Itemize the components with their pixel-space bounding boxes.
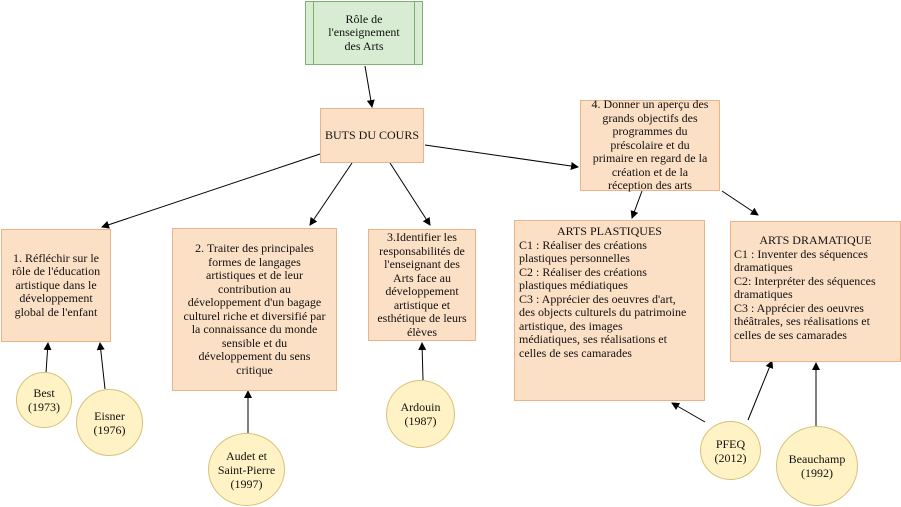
text-line: réception des arts (608, 178, 692, 193)
text-line: médiatiques, ses réalisations et (519, 332, 667, 346)
text-line: (1992) (801, 466, 833, 480)
text-line: des Arts (344, 38, 384, 53)
text-line: plastiques médiatiques (519, 278, 628, 292)
text-line: celles de ses camarades (519, 345, 632, 360)
text-line: C2 : Réaliser des créations (519, 264, 647, 279)
arrow-goal4-to-arts-dramatique (721, 190, 759, 216)
ref-eisner: Eisner(1976) (76, 389, 143, 456)
text-line: celles de ses camarades (734, 327, 847, 342)
text-line: Ardouin (400, 400, 441, 414)
text-line: artistiques et de leur (206, 268, 303, 282)
arrow-goal4-to-arts-plastiques (630, 190, 643, 219)
text-line: 4. Donner un aperçu des (591, 97, 709, 112)
text-line: primaire en regard de la (592, 151, 708, 166)
ref-pfeq: PFEQ(2012) (700, 421, 761, 480)
text-line: critique (236, 362, 273, 377)
arrow-root-to-buts (364, 65, 375, 108)
arrow-buts-to-goal4 (424, 144, 579, 170)
text-line: théâtrales, ses réalisations et (734, 314, 870, 328)
text-line: (1997) (230, 476, 263, 491)
text-line: (1987) (404, 414, 437, 428)
text-line: contribution au (218, 281, 291, 296)
arrow-pfeq-to-arts-dramatique (747, 360, 774, 421)
text-line: esthétique de leurs (377, 311, 467, 325)
text-line: développement (19, 291, 93, 306)
text-line: (1976) (93, 422, 126, 437)
ref-best: Best(1973) (16, 372, 72, 428)
arrow-pfeq-to-arts-plastiques (671, 402, 706, 423)
arrow-buts-to-goal2 (309, 162, 353, 226)
text-line: élèves (407, 324, 437, 339)
text-line: (2012) (714, 450, 747, 465)
text-line: responsabilités de (379, 243, 465, 258)
arrow-buts-to-goal3 (389, 162, 431, 226)
arrow-buts-to-goal1 (101, 153, 321, 229)
text-line: formes de langages (208, 254, 301, 269)
text-line: plastiques personnelles (519, 251, 630, 265)
arts-plastiques-node: ARTS PLASTIQUES C1 : Réaliser des créati… (514, 220, 705, 401)
arrow-ardouin-to-goal3 (418, 342, 427, 381)
text-line: grands objectifs des (602, 110, 698, 125)
text-line: artistique et (393, 297, 451, 312)
arts-dramatique-title: ARTS DRAMATIQUE (759, 233, 872, 247)
text-line: développement d'un bagage (187, 295, 322, 309)
text-line: Beauchamp (788, 452, 846, 466)
text-line: 3.Identifier les (387, 230, 457, 244)
text-line: C1 : Réaliser des créations (519, 237, 647, 252)
text-line: C1 : Inventer des séquences (734, 246, 868, 261)
arrow-best-to-goal1 (43, 342, 52, 374)
text-line: C2: Interpréter des séquences (734, 273, 876, 288)
text-line: préscolaire et du (610, 137, 690, 152)
text-line: la connaissance du monde (191, 322, 318, 336)
text-line: 2. Traiter des principales (195, 241, 314, 255)
text-line: l'enseignant des (384, 257, 460, 271)
text-line: Audet et (226, 448, 267, 463)
text-line: sensible et du (221, 335, 288, 350)
text-line: dramatiques (734, 260, 793, 274)
text-line: PFEQ (715, 436, 746, 451)
text-line: artistique dans le (15, 277, 97, 292)
arrow-eisner-to-goal1 (96, 342, 106, 390)
text-line: Arts face au (393, 270, 451, 285)
text-line: dramatiques (734, 287, 793, 301)
text-line: rôle de l'éducation (11, 264, 101, 279)
ref-ardouin: Ardouin(1987) (386, 380, 455, 448)
text-line: développement (385, 284, 459, 298)
text-line: C3 : Apprécier des oeuvres (734, 300, 864, 315)
text-line: Rôle de (345, 11, 383, 26)
buts-du-cours-node: BUTS DU COURS (320, 108, 424, 163)
text-line: (1973) (28, 400, 60, 414)
text-line: création et de la (611, 164, 689, 179)
arts-plastiques-title: ARTS PLASTIQUES (557, 224, 662, 238)
text-line: des objects culturels du patrimoine (519, 305, 687, 319)
text-line: programmes du (612, 124, 688, 139)
ref-beauchamp: Beauchamp(1992) (776, 426, 858, 506)
text-line: développement du sens (198, 349, 311, 363)
text-line: Saint-Pierre (217, 462, 276, 477)
text-line: artistique, des images (519, 318, 623, 333)
arts-dramatique-node: ARTS DRAMATIQUE C1 : Inventer des séquen… (730, 221, 901, 362)
text-line: Eisner (94, 408, 125, 423)
text-line: culturel riche et diversifié par (183, 308, 326, 323)
text-line: C3 : Apprécier des oeuvres d'art, (519, 291, 676, 306)
text-line: 1. Réfléchir sur le (13, 250, 99, 265)
text-line: l'enseignement (328, 25, 400, 40)
text-line: Best (33, 386, 55, 400)
buts-du-cours-label: BUTS DU COURS (324, 127, 420, 142)
text-line: global de l'enfant (14, 304, 98, 319)
